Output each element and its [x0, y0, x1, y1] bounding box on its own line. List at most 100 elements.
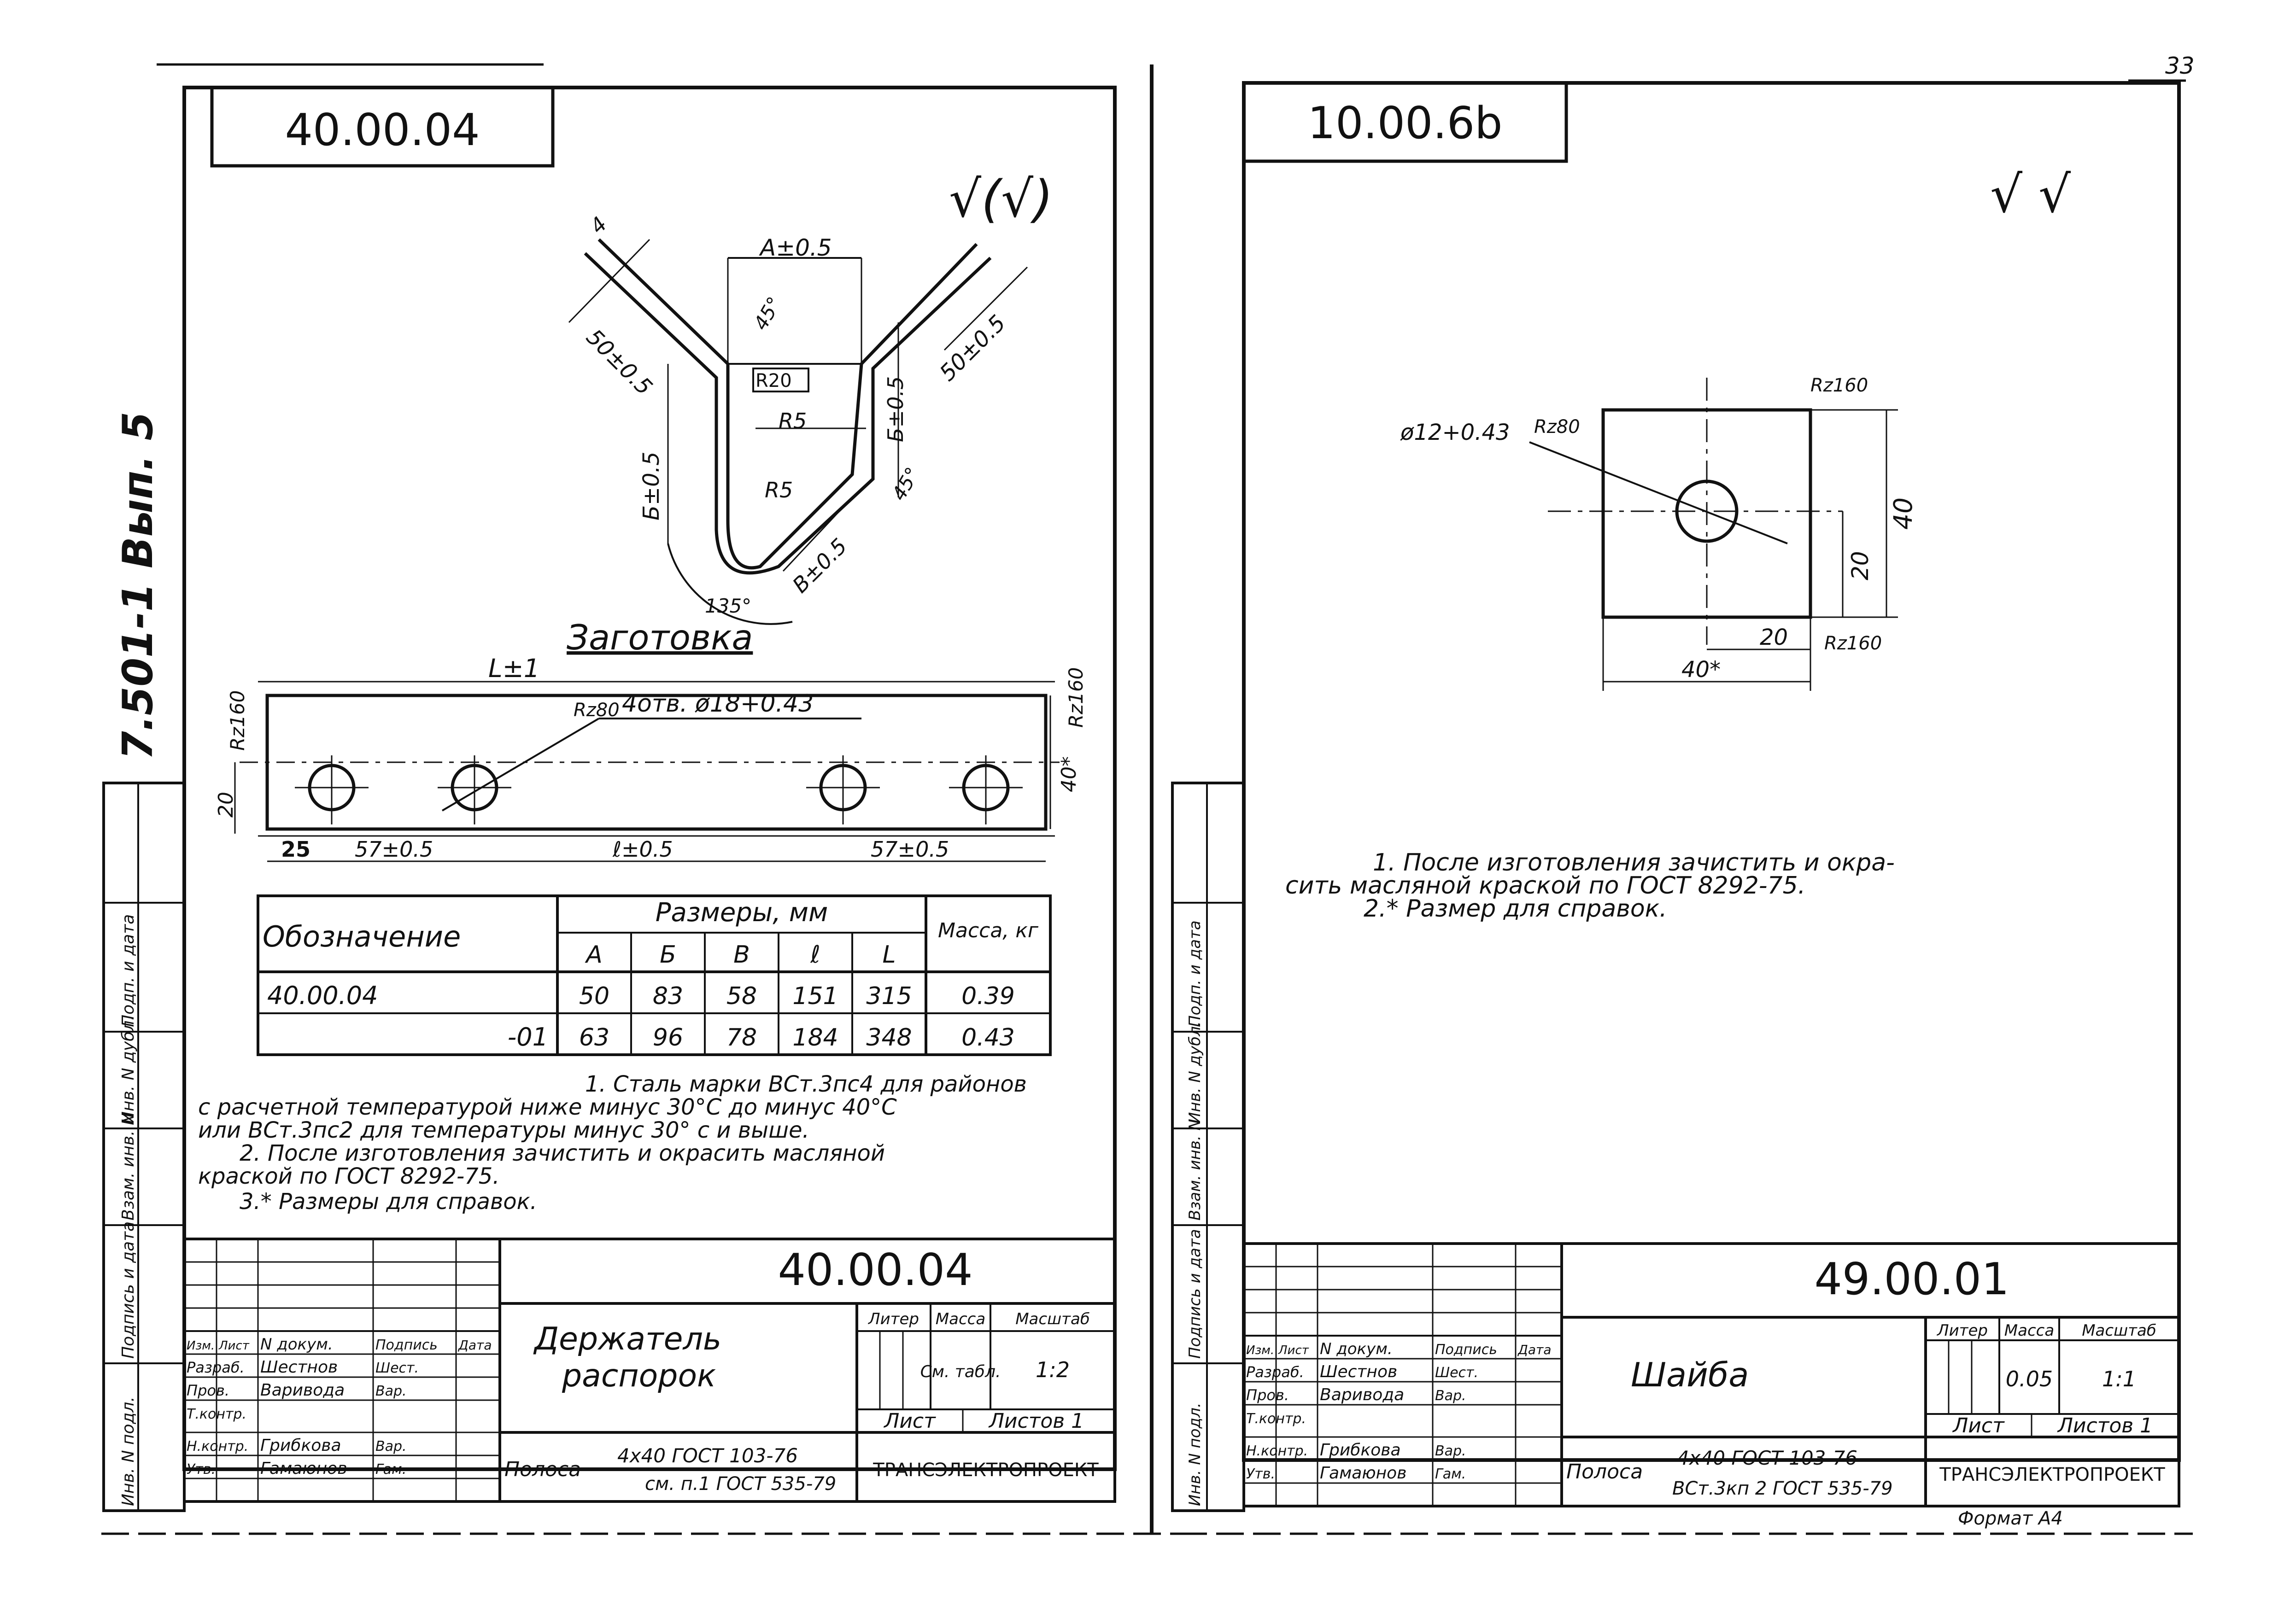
- right-material-b: 4x40 ГОСТ 103-76: [1677, 1447, 1857, 1469]
- washer-w40: 40*: [1681, 657, 1721, 683]
- table-row1-oboz: 40.00.04: [267, 981, 378, 1010]
- right-sig-r3-sign: Вар.: [1435, 1443, 1466, 1459]
- dim-r20: R20: [756, 370, 792, 391]
- right-sig-r1-sign: Вар.: [1435, 1388, 1466, 1404]
- left-sig-r4-sign: Гам.: [375, 1461, 406, 1478]
- left-note-4: 2. После изготовления зачистить и окраси…: [240, 1140, 885, 1166]
- left-side-label-1: Подпись и дата: [119, 1221, 138, 1359]
- left-note-1: 1. Сталь марки ВСт.3пс4 для районов: [585, 1071, 1027, 1097]
- right-sig-r0-name: Шестнов: [1320, 1362, 1397, 1381]
- left-h-massa: Масса: [936, 1310, 985, 1328]
- right-sheet: [1171, 79, 2193, 1535]
- table-row2-oboz: -01: [508, 1022, 548, 1052]
- left-material-a: Полоса: [504, 1458, 581, 1481]
- table-header-oboz: Обозначение: [263, 920, 461, 953]
- right-note-2: сить масляной краской по ГОСТ 8292-75.: [1285, 872, 1805, 900]
- dim-57b: 57±0.5: [871, 837, 949, 862]
- right-h-liter: Литер: [1936, 1321, 1988, 1340]
- washer-h40: 40: [1888, 497, 1918, 530]
- washer-h20: 20: [1847, 551, 1874, 580]
- size-table: [257, 894, 1052, 1056]
- dim-r5b: R5: [765, 478, 793, 502]
- left-side-label-2: Взам. инв. N: [119, 1113, 138, 1221]
- left-sig-h0: Изм.: [187, 1339, 215, 1353]
- left-note-6: 3.* Размеры для справок.: [240, 1189, 537, 1215]
- left-sig-r4-name: Гамаюнов: [260, 1459, 347, 1478]
- left-sig-r1-name: Варивода: [260, 1381, 345, 1400]
- right-sig-r4-name: Гамаюнов: [1320, 1464, 1406, 1483]
- left-sig-r4-role: Утв.: [187, 1461, 216, 1478]
- right-note-3: 2.* Размер для справок.: [1364, 895, 1667, 923]
- right-name: Шайба: [1631, 1355, 1749, 1394]
- dim-v-right: Б±0.5: [883, 376, 908, 442]
- table-row2-v: 78: [726, 1024, 757, 1052]
- left-sig-r2-role: Т.контр.: [187, 1406, 246, 1422]
- table-row1-a: 50: [579, 982, 609, 1010]
- washer-hole: ø12+0.43: [1400, 420, 1510, 445]
- right-sig-h4: Дата: [1517, 1342, 1552, 1357]
- right-masht: 1:1: [2102, 1367, 2136, 1391]
- right-title-block: [1242, 1242, 2180, 1507]
- right-sig-r1-name: Варивода: [1320, 1385, 1404, 1404]
- dim-57a: 57±0.5: [355, 837, 433, 862]
- left-h-liter: Литер: [867, 1310, 919, 1328]
- left-sig-r3-sign: Вар.: [375, 1438, 407, 1455]
- table-header-razm: Размеры, мм: [656, 898, 828, 928]
- left-massa: См. табл.: [920, 1362, 1001, 1381]
- right-sig-h2: N докум.: [1320, 1340, 1393, 1358]
- table-row1-massa: 0.39: [961, 982, 1015, 1010]
- right-material-c: ВСт.3кп 2 ГОСТ 535-79: [1672, 1478, 1893, 1499]
- left-note-5: краской по ГОСТ 8292-75.: [198, 1163, 500, 1189]
- left-masht: 1:2: [1036, 1357, 1070, 1382]
- left-tag: 40.00.04: [285, 105, 480, 156]
- left-name-2: распорок: [562, 1358, 716, 1394]
- dim-rz160a: Rz160: [226, 690, 249, 751]
- dim-a: A±0.5: [759, 234, 832, 261]
- left-sig-h2: N докум.: [260, 1335, 333, 1354]
- dim-b: Б±0.5: [638, 452, 664, 520]
- left-org: ТРАНСЭЛЕКТРОПРОЕКТ: [873, 1460, 1099, 1481]
- left-sig-r1-sign: Вар.: [375, 1383, 407, 1399]
- dim-r5a: R5: [779, 409, 807, 433]
- right-code: 49.00.01: [1814, 1254, 2009, 1305]
- right-sig-r4-sign: Гам.: [1435, 1466, 1466, 1482]
- left-material-c: см. п.1 ГОСТ 535-79: [645, 1473, 836, 1495]
- right-org: ТРАНСЭЛЕКТРОПРОЕКТ: [1939, 1464, 2165, 1485]
- table-row2-massa: 0.43: [961, 1024, 1015, 1052]
- left-side-label-4: Подп. и дата: [119, 914, 138, 1027]
- right-sig-r4-role: Утв.: [1246, 1466, 1275, 1482]
- table-col-l: L: [883, 941, 896, 969]
- left-name-1: Держатель: [533, 1321, 721, 1357]
- right-sig-h3: Подпись: [1435, 1342, 1497, 1358]
- left-side-label-0: Инв. N подл.: [119, 1396, 138, 1506]
- right-sig-r3-name: Грибкова: [1320, 1441, 1401, 1460]
- dim-holes: 4отв. ø18+0.43: [622, 690, 814, 718]
- left-sig-r0-role: Разраб.: [187, 1359, 245, 1376]
- table-row2-a: 63: [579, 1024, 609, 1052]
- sheet-number: 33: [2165, 53, 2195, 79]
- washer-rz160b: Rz160: [1824, 633, 1882, 654]
- table-col-e: ℓ: [810, 941, 820, 969]
- right-sig-r0-role: Разраб.: [1246, 1363, 1304, 1381]
- dim-25: 25: [281, 837, 310, 862]
- zagotovka-label: Заготовка: [567, 617, 753, 658]
- flat-strip-drawing: [234, 681, 1060, 862]
- right-note-1: 1. После изготовления зачистить и окра-: [1373, 849, 1895, 876]
- dim-135: 135°: [705, 595, 751, 617]
- left-sig-h4: Дата: [457, 1338, 492, 1353]
- right-material-a: Полоса: [1566, 1460, 1643, 1484]
- left-roughness: √(√): [949, 169, 1053, 228]
- table-col-a: A: [585, 941, 603, 969]
- left-list: Лист: [883, 1409, 936, 1433]
- right-sig-r1-role: Пров.: [1246, 1386, 1289, 1404]
- washer-rz160a: Rz160: [1810, 375, 1868, 396]
- right-h-masht: Масштаб: [2082, 1321, 2156, 1340]
- right-tag: 10.00.6b: [1308, 98, 1503, 149]
- left-code: 40.00.04: [778, 1245, 972, 1296]
- right-side-label-4: Подп. и дата: [1186, 920, 1204, 1027]
- washer-drawing: [1529, 378, 1898, 691]
- table-row1-b: 83: [653, 982, 683, 1010]
- table-header-massa: Масса, кг: [938, 919, 1039, 942]
- left-sheet: [101, 63, 1198, 1535]
